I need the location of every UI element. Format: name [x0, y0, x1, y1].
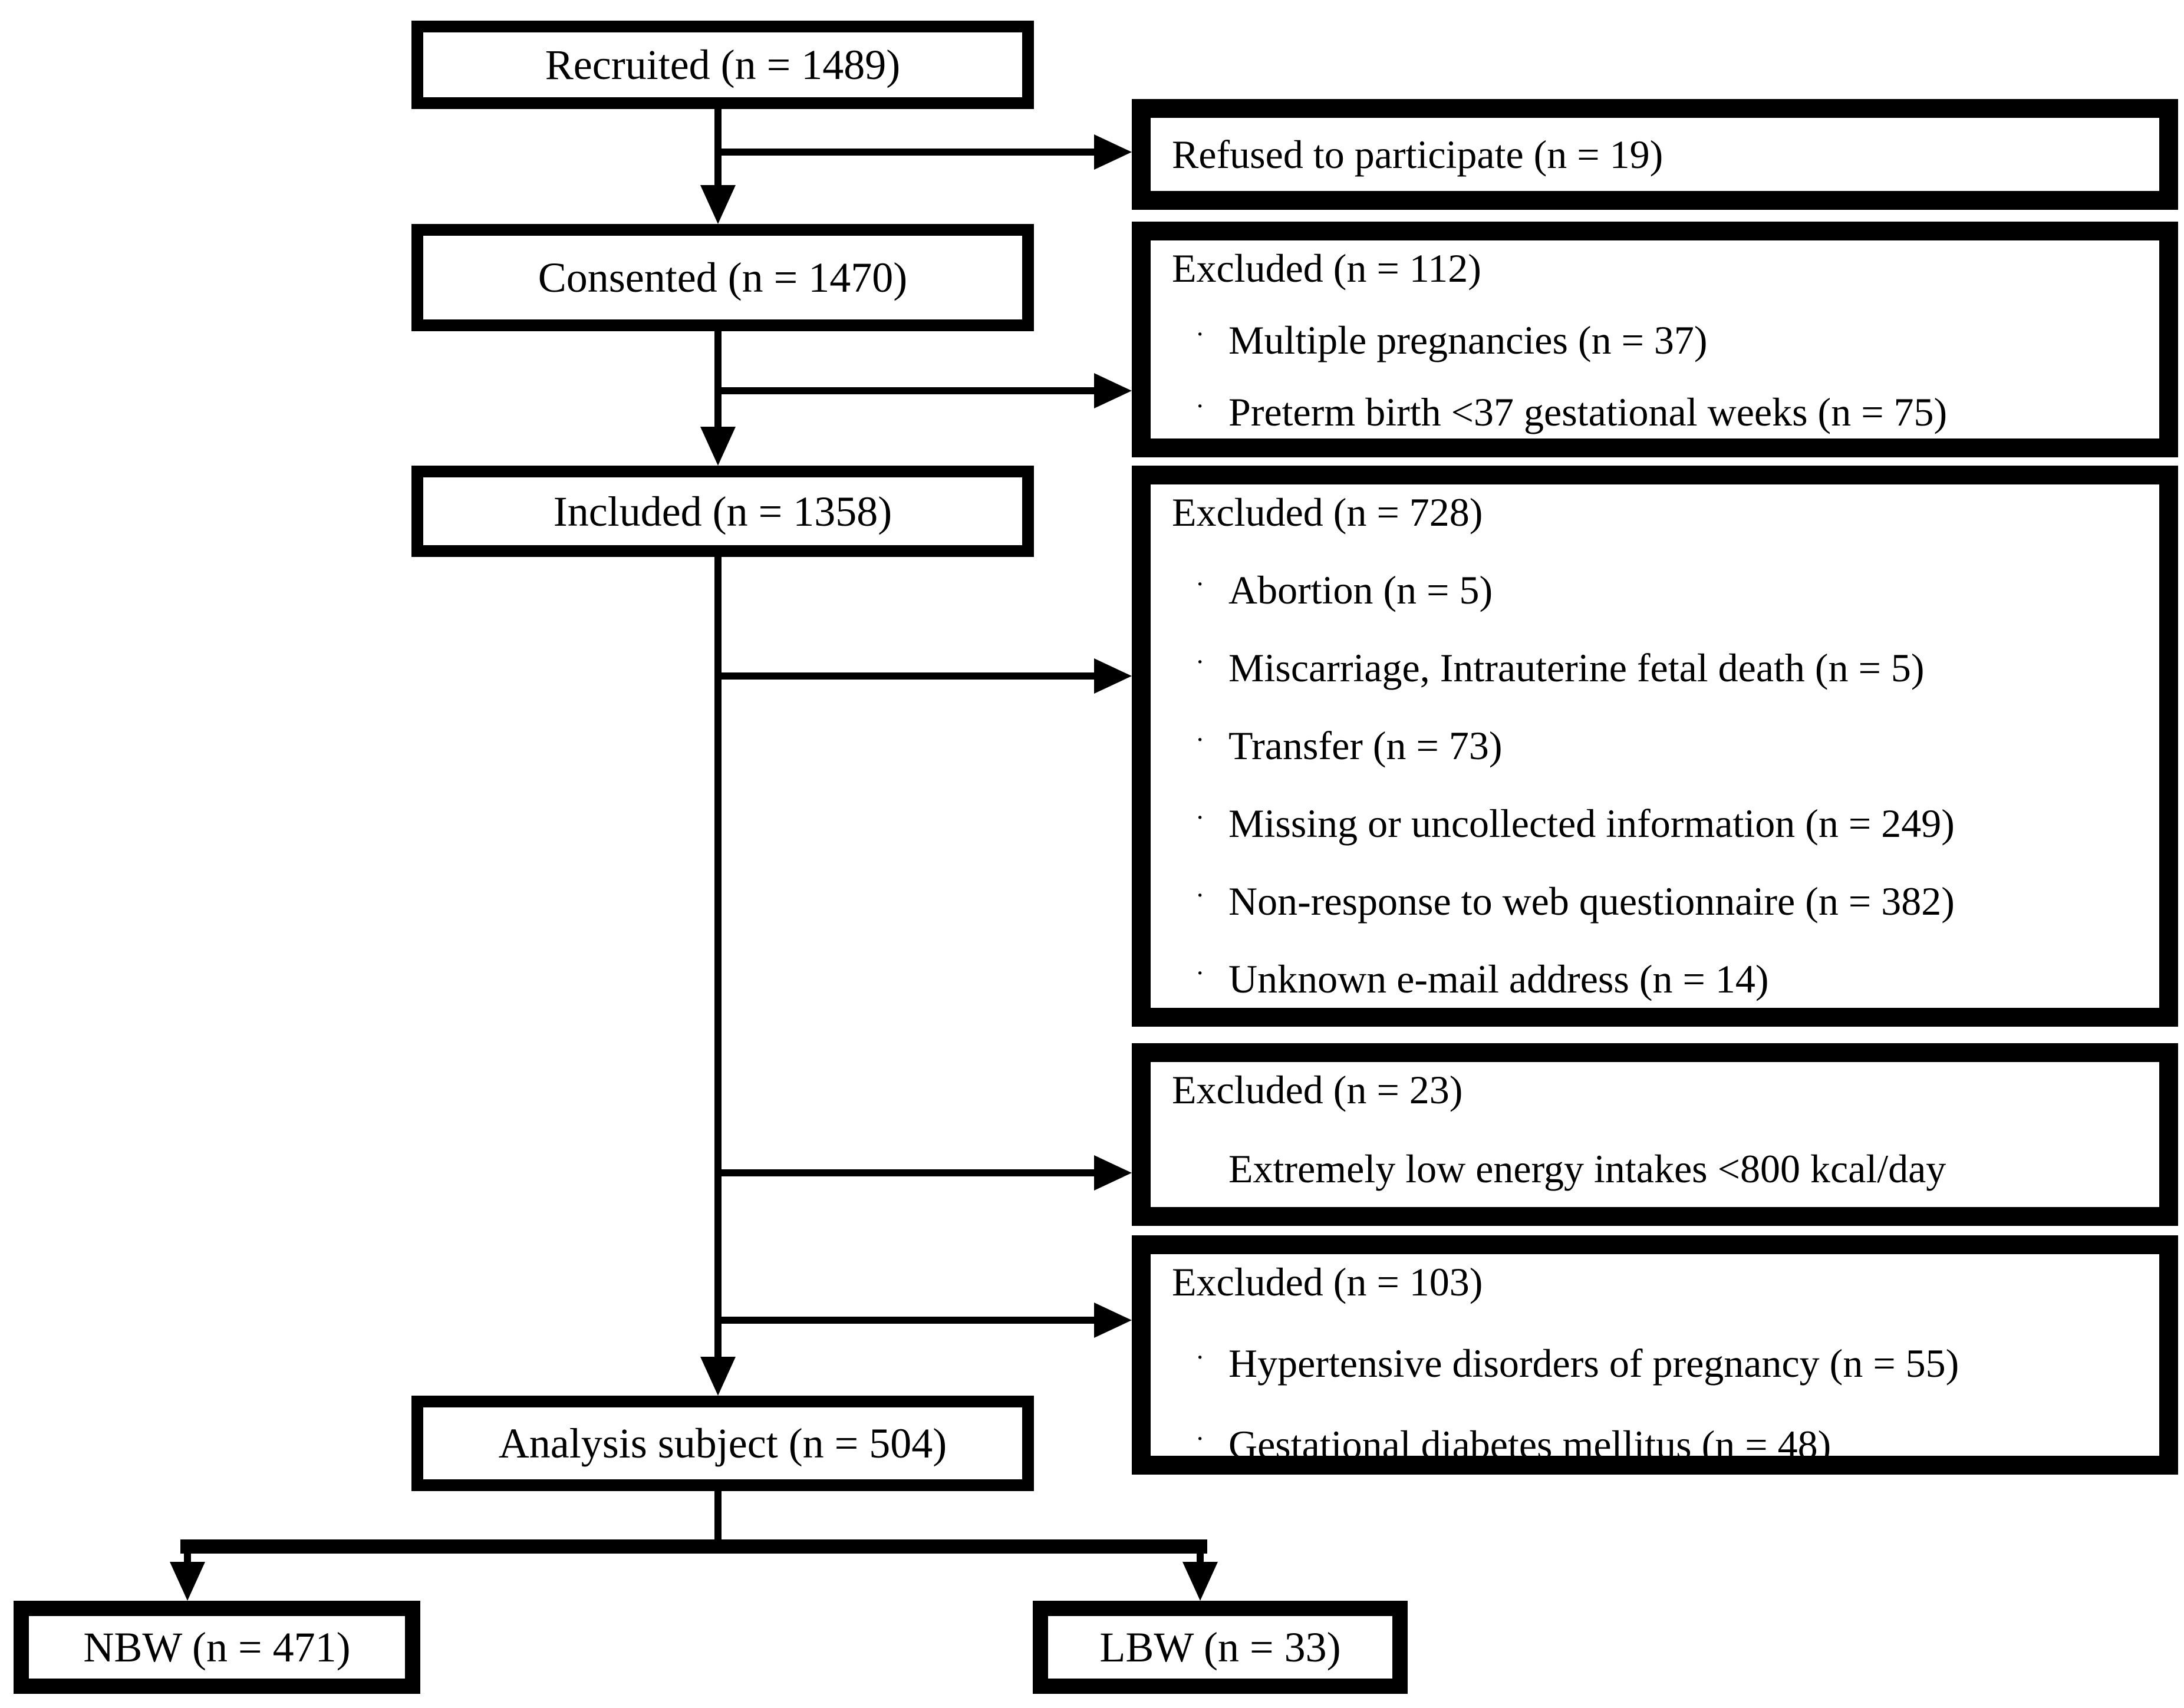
exclusion-item-text: Abortion (n = 5): [1228, 568, 1493, 612]
bullet-icon: ·: [1195, 569, 1205, 599]
recruited-label: Recruited (n = 1489): [545, 41, 901, 88]
exclusion-item: · Extremely low energy intakes <800 kcal…: [1195, 1145, 2147, 1193]
nbw-box: NBW (n = 471): [14, 1601, 420, 1694]
bullet-icon: ·: [1195, 391, 1205, 421]
exclusion-item: · Multiple pregnancies (n = 37): [1195, 316, 2147, 364]
nbw-label: NBW (n = 471): [83, 1624, 351, 1671]
bullet-icon: ·: [1195, 880, 1205, 910]
exclusion-item: · Non-response to web questionnaire (n =…: [1195, 877, 2147, 925]
bullet-icon: ·: [1195, 958, 1205, 988]
exclusion-item: · Gestational diabetes mellitus (n = 48): [1195, 1420, 2147, 1469]
arrowhead-into-analysis: [700, 1357, 736, 1396]
exclusion-item-text: Unknown e-mail address (n = 14): [1228, 957, 1769, 1001]
exclusion-item: · Transfer (n = 73): [1195, 721, 2147, 770]
exclusion-item: · Missing or uncollected information (n …: [1195, 799, 2147, 848]
arrowhead-into-consented: [700, 185, 736, 224]
refused-box: Refused to participate (n = 19): [1132, 99, 2178, 210]
consented-box: Consented (n = 1470): [411, 224, 1034, 331]
split-bar: [180, 1539, 1207, 1554]
included-label: Included (n = 1358): [553, 487, 892, 535]
arrowhead-into-refused-box: [1094, 134, 1132, 170]
excluded-103-box: Excluded (n = 103) · Hypertensive disord…: [1132, 1235, 2178, 1475]
arrowhead-into-excluded-112-box: [1094, 373, 1132, 408]
exclusion-item: · Abortion (n = 5): [1195, 566, 2147, 614]
exclusion-item-text: Gestational diabetes mellitus (n = 48): [1228, 1422, 1831, 1467]
exclusion-item-text: Miscarriage, Intrauterine fetal death (n…: [1228, 645, 1925, 690]
consented-label: Consented (n = 1470): [538, 254, 908, 301]
excluded-728-title: Excluded (n = 728): [1172, 490, 1483, 535]
analysis-subject-box: Analysis subject (n = 504): [411, 1396, 1034, 1491]
excluded-112-title: Excluded (n = 112): [1172, 246, 1481, 291]
bullet-icon: ·: [1195, 319, 1205, 349]
exclusion-item: · Preterm birth <37 gestational weeks (n…: [1195, 388, 2147, 436]
recruited-box: Recruited (n = 1489): [411, 21, 1034, 109]
exclusion-item: · Miscarriage, Intrauterine fetal death …: [1195, 644, 2147, 692]
arrowhead-into-lbw: [1182, 1562, 1218, 1601]
arrowhead-into-excluded-103-box: [1094, 1303, 1132, 1338]
exclusion-item: · Hypertensive disorders of pregnancy (n…: [1195, 1339, 2147, 1387]
exclusion-item-text: Missing or uncollected information (n = …: [1228, 801, 1955, 846]
arrowhead-into-included: [700, 427, 736, 466]
excluded-23-title: Excluded (n = 23): [1172, 1067, 1463, 1112]
excluded-23-box: Excluded (n = 23) · Extremely low energy…: [1132, 1043, 2178, 1226]
lbw-label: LBW (n = 33): [1099, 1624, 1341, 1671]
exclusion-item-text: Multiple pregnancies (n = 37): [1228, 318, 1708, 362]
included-box: Included (n = 1358): [411, 466, 1034, 557]
branch-to-refused-box: [718, 149, 1095, 156]
excluded-728-box: Excluded (n = 728) · Abortion (n = 5) · …: [1132, 466, 2178, 1027]
refused-title: Refused to participate (n = 19): [1172, 132, 1663, 177]
exclusion-item-text: Preterm birth <37 gestational weeks (n =…: [1228, 390, 1948, 434]
branch-to-excluded-728-box: [718, 672, 1095, 680]
exclusion-item-text: Hypertensive disorders of pregnancy (n =…: [1228, 1341, 1959, 1386]
arrowhead-into-excluded-728-box: [1094, 658, 1132, 694]
lbw-box: LBW (n = 33): [1033, 1601, 1408, 1694]
excluded-103-title: Excluded (n = 103): [1172, 1259, 1483, 1304]
exclusion-item-text: Non-response to web questionnaire (n = 3…: [1228, 879, 1955, 924]
branch-to-excluded-103-box: [718, 1317, 1095, 1324]
bullet-icon: ·: [1195, 802, 1205, 832]
bullet-icon: ·: [1195, 1423, 1205, 1453]
excluded-112-box: Excluded (n = 112) · Multiple pregnancie…: [1132, 222, 2178, 457]
exclusion-item-text: Extremely low energy intakes <800 kcal/d…: [1228, 1146, 1946, 1191]
bullet-icon: ·: [1195, 1342, 1205, 1372]
analysis-subject-label: Analysis subject (n = 504): [498, 1420, 947, 1467]
exclusion-item: · Unknown e-mail address (n = 14): [1195, 955, 2147, 1003]
arrowhead-into-nbw: [170, 1562, 205, 1601]
bullet-icon: ·: [1195, 724, 1205, 754]
connector-included-to-analysis: [714, 557, 722, 1359]
branch-to-excluded-23-box: [718, 1169, 1095, 1176]
exclusion-item-text: Transfer (n = 73): [1228, 723, 1503, 768]
connector-consented-to-included: [714, 331, 722, 429]
branch-to-excluded-112-box: [718, 387, 1095, 394]
connector-analysis-to-split: [714, 1491, 722, 1548]
arrowhead-into-excluded-23-box: [1094, 1155, 1132, 1191]
bullet-icon: ·: [1195, 647, 1205, 677]
